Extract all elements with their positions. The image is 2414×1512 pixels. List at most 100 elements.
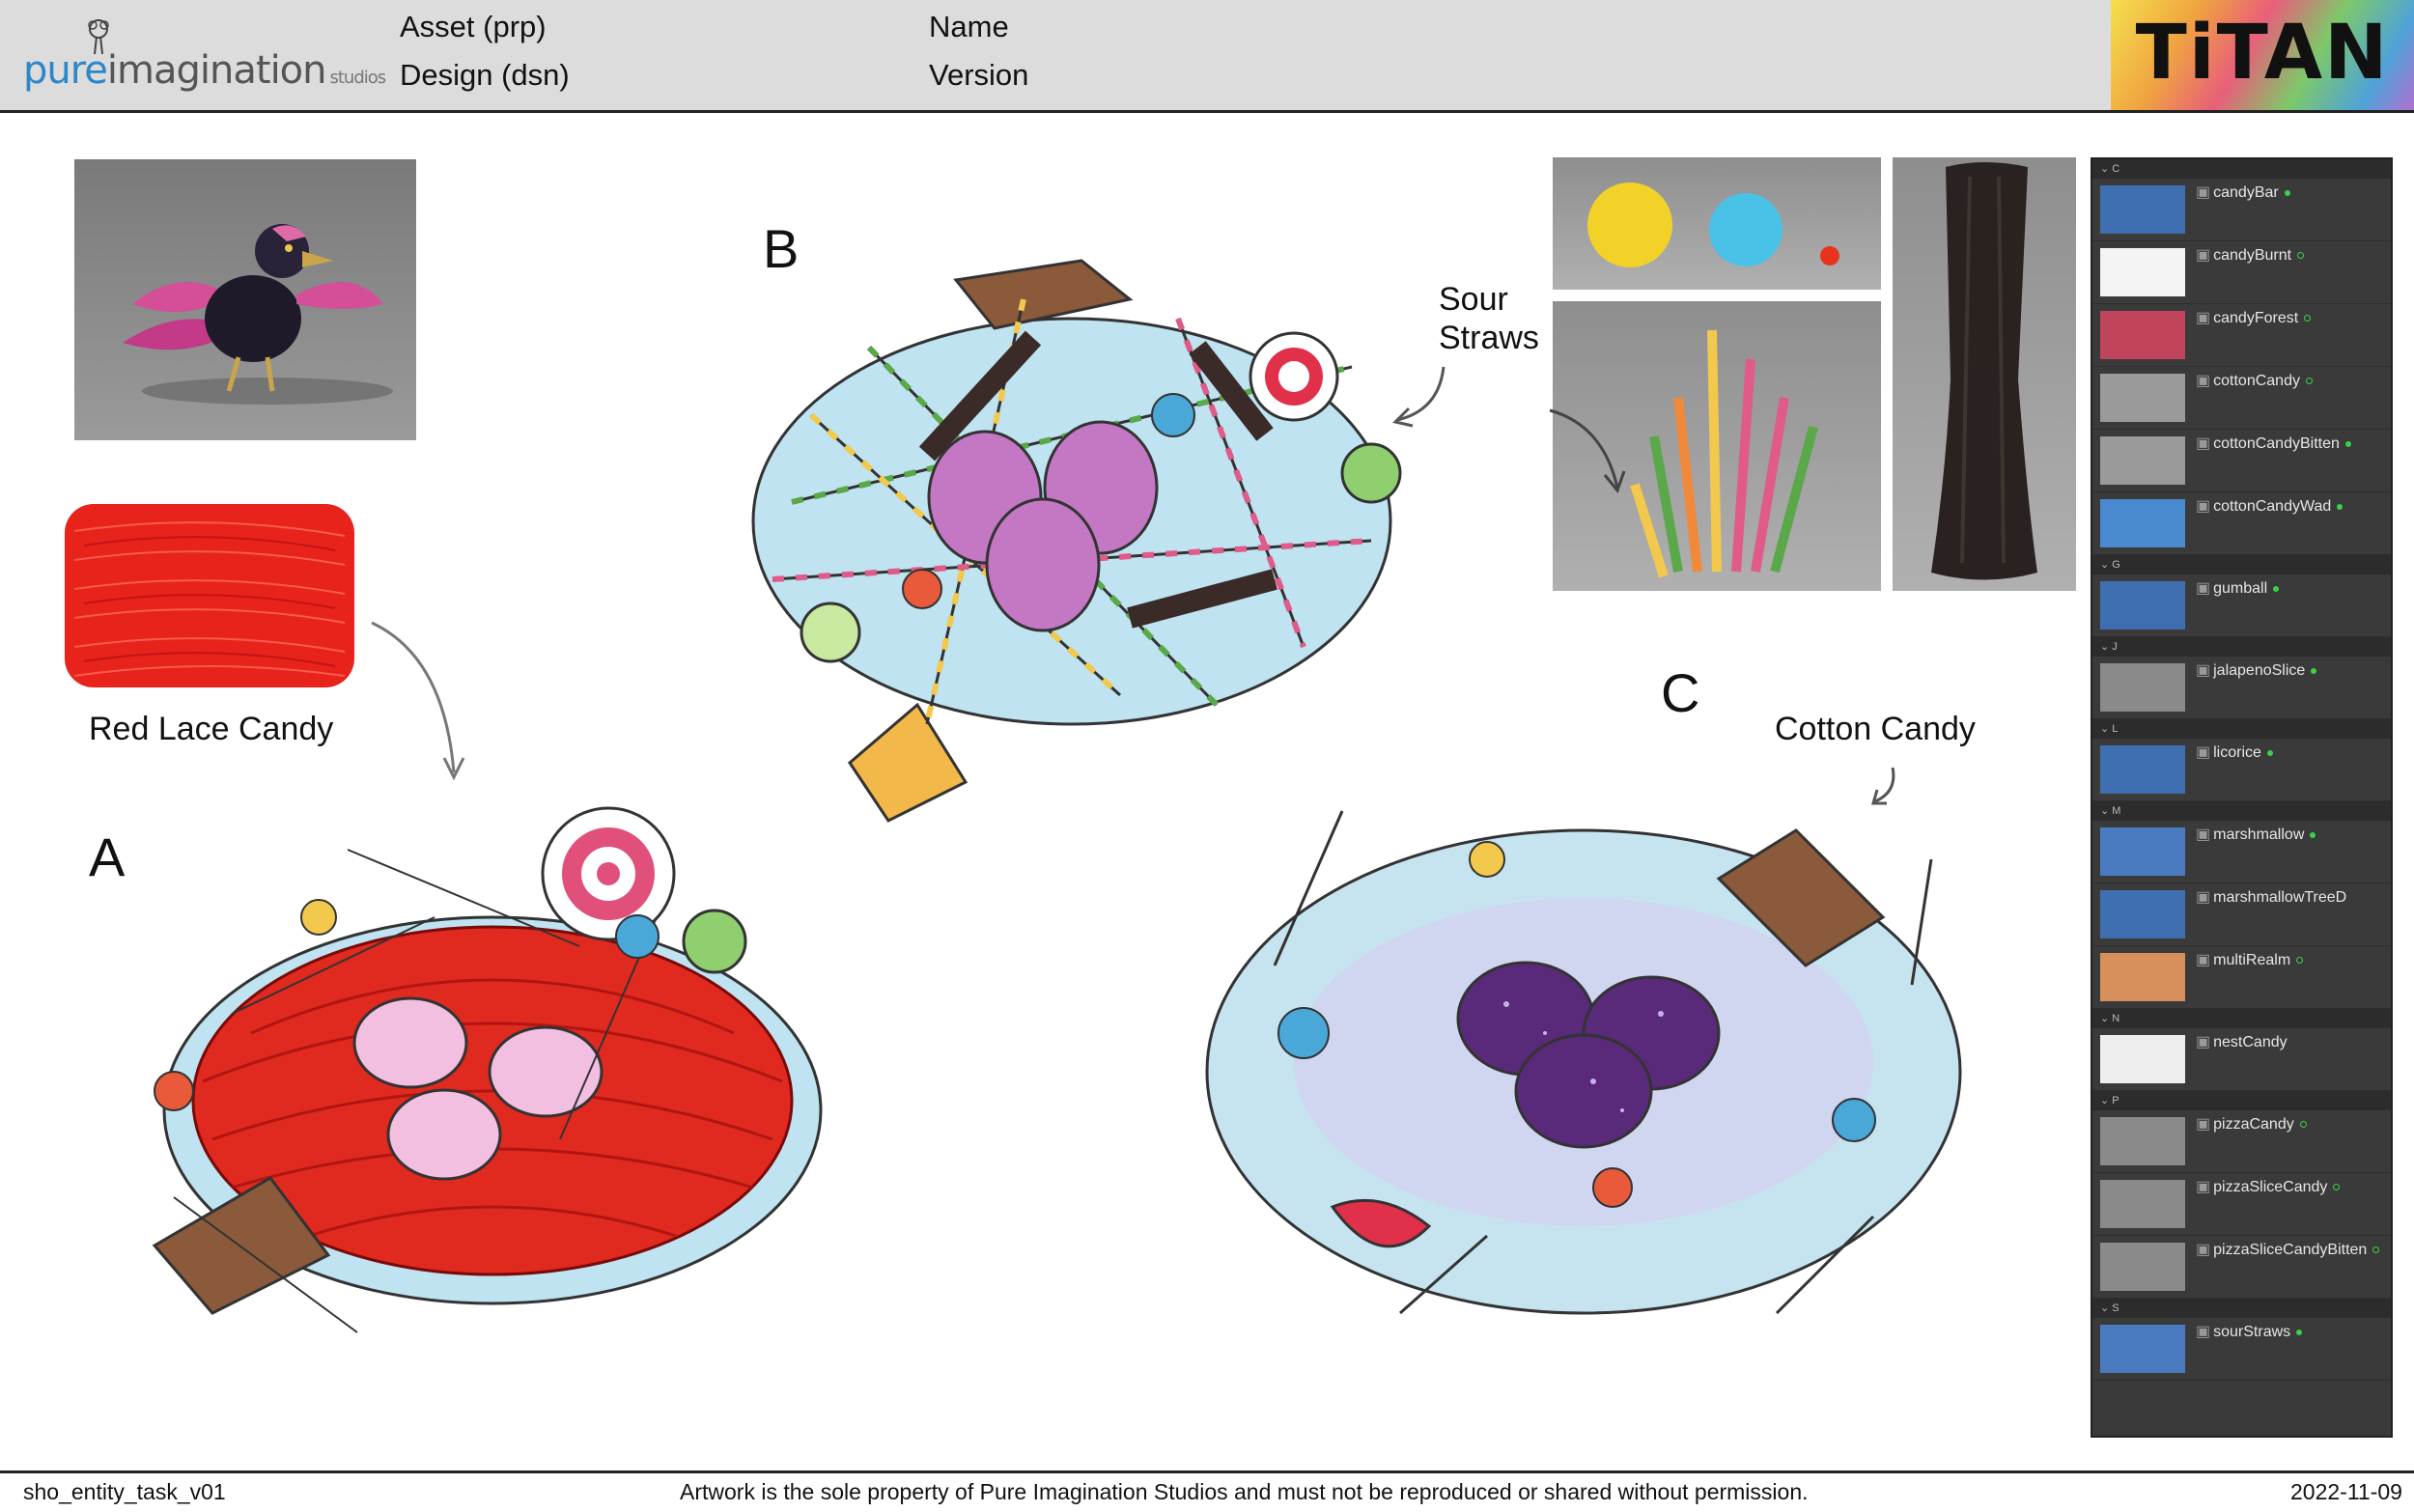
asset-row[interactable]: ▣gumball (2092, 574, 2391, 637)
asset-thumbnail[interactable] (2100, 436, 2185, 485)
asset-row[interactable]: ▣marshmallowTreeD (2092, 883, 2391, 946)
cube-icon: ▣ (2196, 662, 2211, 679)
asset-thumbnail[interactable] (2100, 827, 2185, 876)
cube-icon: ▣ (2196, 373, 2211, 389)
asset-group-letter: G (2112, 559, 2120, 571)
asset-row[interactable]: ▣multiRealm (2092, 946, 2391, 1009)
asset-thumbnail[interactable] (2100, 953, 2185, 1001)
asset-name: candyBar (2213, 184, 2279, 201)
asset-row[interactable]: ▣jalapenoSlice (2092, 657, 2391, 719)
asset-group-letter: N (2112, 1013, 2120, 1024)
asset-group-header[interactable]: ⌄ J (2092, 637, 2391, 657)
chevron-down-icon[interactable]: ⌄ (2100, 163, 2113, 175)
chevron-down-icon[interactable]: ⌄ (2100, 805, 2113, 817)
asset-name: candyForest (2213, 310, 2299, 326)
asset-row[interactable]: ▣candyBar (2092, 179, 2391, 241)
sketch-label-c: C (1661, 662, 1700, 723)
asset-thumbnail[interactable] (2100, 745, 2185, 794)
asset-name-cell: ▣cottonCandy (2196, 371, 2313, 390)
asset-thumbnail[interactable] (2100, 1035, 2185, 1083)
asset-thumbnail[interactable] (2100, 185, 2185, 234)
cube-icon: ▣ (2196, 889, 2211, 906)
asset-name: pizzaCandy (2213, 1116, 2294, 1133)
cotton-candy-arrow-icon (1871, 767, 1895, 805)
asset-group-header[interactable]: ⌄ M (2092, 801, 2391, 821)
status-dot-icon (2305, 378, 2313, 385)
asset-group-header[interactable]: ⌄ G (2092, 555, 2391, 574)
chevron-down-icon[interactable]: ⌄ (2100, 723, 2113, 735)
asset-group-header[interactable]: ⌄ N (2092, 1009, 2391, 1028)
sour-straws-sketch-arrow-icon (1392, 366, 1446, 428)
raven-reference-image (74, 159, 416, 440)
asset-name-cell: ▣pizzaSliceCandy (2196, 1177, 2341, 1196)
cube-icon: ▣ (2196, 310, 2211, 326)
asset-thumbnail[interactable] (2100, 311, 2185, 359)
chevron-down-icon[interactable]: ⌄ (2100, 1095, 2113, 1106)
asset-row[interactable]: ▣cottonCandyWad (2092, 492, 2391, 555)
asset-row[interactable]: ▣marshmallow (2092, 821, 2391, 883)
asset-thumbnail[interactable] (2100, 374, 2185, 422)
status-dot-icon (2299, 1121, 2307, 1129)
asset-group-header[interactable]: ⌄ S (2092, 1299, 2391, 1318)
asset-row[interactable]: ▣pizzaSliceCandy (2092, 1173, 2391, 1236)
asset-thumbnail[interactable] (2100, 1180, 2185, 1228)
red-lace-candy-note: Red Lace Candy (89, 711, 334, 747)
status-dot-icon (2372, 1246, 2380, 1254)
asset-thumbnail[interactable] (2100, 890, 2185, 938)
asset-thumbnail[interactable] (2100, 1325, 2185, 1373)
asset-group-header[interactable]: ⌄ C (2092, 159, 2391, 179)
asset-thumbnail[interactable] (2100, 1243, 2185, 1291)
red-lace-arrow-icon (371, 621, 465, 781)
asset-name: gumball (2213, 580, 2268, 597)
version-label: Version (929, 58, 1029, 92)
asset-name-cell: ▣candyForest (2196, 308, 2312, 327)
asset-name-cell: ▣nestCandy (2196, 1032, 2288, 1051)
asset-group-header[interactable]: ⌄ L (2092, 719, 2391, 739)
asset-group-letter: J (2112, 641, 2118, 653)
asset-name: candyBurnt (2213, 247, 2292, 264)
chevron-down-icon[interactable]: ⌄ (2100, 1302, 2113, 1314)
asset-name: jalapenoSlice (2213, 662, 2306, 679)
asset-row[interactable]: ▣sourStraws (2092, 1318, 2391, 1381)
asset-name: pizzaSliceCandy (2213, 1179, 2328, 1195)
cube-icon: ▣ (2196, 435, 2211, 452)
nest-sketch-b (751, 259, 1402, 823)
asset-thumbnail[interactable] (2100, 1117, 2185, 1165)
cube-icon: ▣ (2196, 952, 2211, 968)
chevron-down-icon[interactable]: ⌄ (2100, 1013, 2113, 1024)
cube-icon: ▣ (2196, 247, 2211, 264)
asset-row[interactable]: ▣cottonCandyBitten (2092, 430, 2391, 492)
asset-thumbnail[interactable] (2100, 499, 2185, 547)
asset-name-cell: ▣marshmallow (2196, 825, 2316, 844)
cube-icon: ▣ (2196, 1242, 2211, 1258)
asset-name-cell: ▣candyBurnt (2196, 245, 2305, 265)
licorice-reference-image (1893, 157, 2076, 591)
asset-thumbnail[interactable] (2100, 581, 2185, 630)
asset-row[interactable]: ▣candyForest (2092, 304, 2391, 367)
asset-name: sourStraws (2213, 1324, 2291, 1340)
asset-name-cell: ▣pizzaCandy (2196, 1114, 2307, 1134)
asset-name: marshmallowTreeD (2213, 889, 2347, 906)
asset-thumbnail[interactable] (2100, 663, 2185, 712)
asset-name: licorice (2213, 744, 2261, 761)
asset-row[interactable]: ▣cottonCandy (2092, 367, 2391, 430)
asset-row[interactable]: ▣pizzaCandy (2092, 1110, 2391, 1173)
asset-row[interactable]: ▣licorice (2092, 739, 2391, 801)
sheet-date: 2022-11-09 (2290, 1479, 2402, 1504)
status-dot-icon (2310, 831, 2316, 838)
status-dot-icon (2296, 1329, 2303, 1335)
asset-row[interactable]: ▣nestCandy (2092, 1028, 2391, 1091)
design-label: Design (dsn) (400, 58, 570, 92)
asset-group-letter: L (2112, 723, 2119, 735)
chevron-down-icon[interactable]: ⌄ (2100, 559, 2113, 571)
asset-row[interactable]: ▣pizzaSliceCandyBitten (2092, 1236, 2391, 1299)
asset-browser-panel: ⌄ C▣candyBar▣candyBurnt▣candyForest▣cott… (2091, 157, 2393, 1438)
asset-name: cottonCandyBitten (2213, 435, 2340, 452)
cube-icon: ▣ (2196, 1034, 2211, 1050)
asset-thumbnail[interactable] (2100, 248, 2185, 296)
chevron-down-icon[interactable]: ⌄ (2100, 641, 2113, 653)
asset-row[interactable]: ▣candyBurnt (2092, 241, 2391, 304)
status-dot-icon (2304, 315, 2312, 322)
asset-group-letter: P (2112, 1095, 2119, 1106)
asset-group-header[interactable]: ⌄ P (2092, 1091, 2391, 1110)
